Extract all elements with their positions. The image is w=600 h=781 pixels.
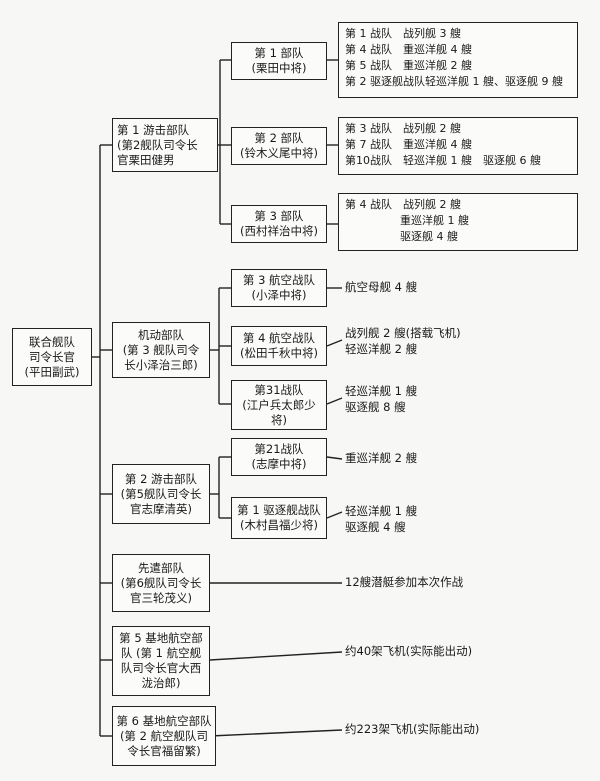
detail-line: 驱逐舰 4 艘 [345,519,406,534]
group-line: 泷治郎) [141,676,181,690]
group-box-2nd-strike-force: 第 2 游击部队 (第5舰队司令长 官志摩清英) [112,464,210,524]
subunit-line: (栗田中将) [251,61,307,75]
subunit-line: (小泽中将) [251,288,307,302]
subunit-line: 第 3 部队 [254,209,304,223]
subunit-line: 第 1 驱逐舰战队 [237,503,321,517]
group-note: 12艘潜艇参加本次作战 [345,575,463,591]
detail-line: 驱逐舰 8 艘 [345,399,406,414]
group-line: 第 6 基地航空部队 [116,713,212,728]
detail-line: 第 3 战队 战列舰 2 艘 [345,122,461,135]
detail-line: 第 4 战队 战列舰 2 艘 [345,198,461,211]
subunit-box: 第31战队 (江户兵太郎少 将) [231,380,327,430]
group-line: (第2舰队司令长 [117,137,198,152]
subunit-note: 轻巡洋舰 1 艘 驱逐舰 8 艘 [345,384,417,415]
subunit-line: (西村祥治中将) [240,224,318,238]
subunit-note: 战列舰 2 艘(搭载飞机) 轻巡洋舰 2 艘 [345,326,461,357]
subunit-line: 第 1 部队 [254,46,304,60]
subunit-line: 第 4 航空战队 [242,331,316,345]
commander-root-box: 联合舰队 司令长官 (平田副武) [12,328,92,386]
subunit-line: (江户兵太郎少 [242,397,316,412]
group-line: 机动部队 [138,327,184,342]
group-line: 队司令长官大西 [120,661,202,675]
subunit-box: 第 3 航空战队 (小泽中将) [231,269,327,307]
root-line: 联合舰队 [29,334,75,349]
group-box-mobile-force: 机动部队 (第 3 舰队司令 长小泽治三郎) [112,322,210,378]
group-line: (第6舰队司令长 [120,575,202,590]
subunit-line: (木村昌福少将) [240,518,318,532]
group-line: 官三轮茂义) [130,590,192,605]
detail-box: 第 4 战队 战列舰 2 艘 重巡洋舰 1 艘 驱逐舰 4 艘 [338,193,578,251]
root-line: (平田副武) [24,364,80,379]
subunit-line: 第 3 航空战队 [242,273,316,287]
group-line: 先遣部队 [138,560,184,575]
group-box-advance-force: 先遣部队 (第6舰队司令长 官三轮茂义) [112,554,210,612]
detail-line: 第 5 战队 重巡洋舰 2 艘 [345,59,472,72]
subunit-box: 第 4 航空战队 (松田千秋中将) [231,326,327,366]
group-line: 队 (第 1 航空舰 [120,646,202,660]
root-line: 司令长官 [29,349,75,364]
subunit-line: 第 2 部队 [254,131,304,145]
subunit-line: 第21战队 [254,442,304,456]
subunit-line: 将) [271,412,287,427]
group-box-1st-strike-force: 第 1 游击部队 (第2舰队司令长 官栗田健男 [112,118,218,172]
detail-line: 轻巡洋舰 1 艘 [345,504,418,518]
subunit-line: (松田千秋中将) [240,346,318,360]
subunit-note: 航空母舰 4 艘 [345,280,417,296]
group-note: 约40架飞机(实际能出动) [345,644,472,660]
subunit-box: 第21战队 (志摩中将) [231,438,327,476]
group-line: 第 5 基地航空部 [119,631,203,645]
group-line: 官志摩清英) [130,501,192,516]
subunit-line: (志摩中将) [251,457,307,471]
detail-line: 航空母舰 4 艘 [345,280,418,294]
subunit-box: 第 3 部队 (西村祥治中将) [231,205,327,243]
detail-line: 战列舰 2 艘(搭载飞机) [345,326,461,340]
detail-line: 约40架飞机(实际能出动) [345,644,473,658]
group-line: 长小泽治三郎) [124,357,198,372]
subunit-line: (铃木义尾中将) [240,146,318,160]
subunit-box: 第 1 部队 (栗田中将) [231,42,327,80]
group-line: 官栗田健男 [117,152,175,167]
detail-line: 第10战队 轻巡洋舰 1 艘 驱逐舰 6 艘 [345,154,541,167]
group-box-6th-base-air-force: 第 6 基地航空部队 (第 2 航空舰队司 令长官福留繁) [112,706,216,766]
detail-box: 第 1 战队 战列舰 3 艘 第 4 战队 重巡洋舰 4 艘 第 5 战队 重巡… [338,22,578,98]
group-line: 第 2 游击部队 [124,471,198,486]
detail-line: 重巡洋舰 1 艘 [345,214,469,227]
detail-line: 第 7 战队 重巡洋舰 4 艘 [345,138,472,151]
group-line: (第 2 航空舰队司 [119,728,209,743]
detail-box: 第 3 战队 战列舰 2 艘 第 7 战队 重巡洋舰 4 艘 第10战队 轻巡洋… [338,117,578,175]
detail-line: 轻巡洋舰 1 艘 [345,384,418,398]
subunit-box: 第 2 部队 (铃木义尾中将) [231,127,327,165]
detail-line: 轻巡洋舰 2 艘 [345,341,418,356]
subunit-line: 第31战队 [254,382,304,397]
detail-line: 12艘潜艇参加本次作战 [345,575,464,589]
subunit-note: 重巡洋舰 2 艘 [345,451,417,467]
detail-line: 第 2 驱逐舰战队轻巡洋舰 1 艘、驱逐舰 9 艘 [345,75,563,88]
detail-line: 第 1 战队 战列舰 3 艘 [345,27,461,40]
group-line: 第 1 游击部队 [117,122,190,137]
group-line: 令长官福留繁) [127,743,201,758]
subunit-box: 第 1 驱逐舰战队 (木村昌福少将) [231,497,327,539]
group-note: 约223架飞机(实际能出动) [345,722,479,738]
detail-line: 第 4 战队 重巡洋舰 4 艘 [345,43,472,56]
group-box-5th-base-air-force: 第 5 基地航空部 队 (第 1 航空舰 队司令长官大西 泷治郎) [112,626,210,696]
group-line: (第5舰队司令长 [120,486,202,501]
detail-line: 约223架飞机(实际能出动) [345,722,480,736]
detail-line: 重巡洋舰 2 艘 [345,451,418,465]
group-line: (第 3 舰队司令 [122,342,200,357]
detail-line: 驱逐舰 4 艘 [345,230,458,243]
subunit-note: 轻巡洋舰 1 艘 驱逐舰 4 艘 [345,504,417,535]
